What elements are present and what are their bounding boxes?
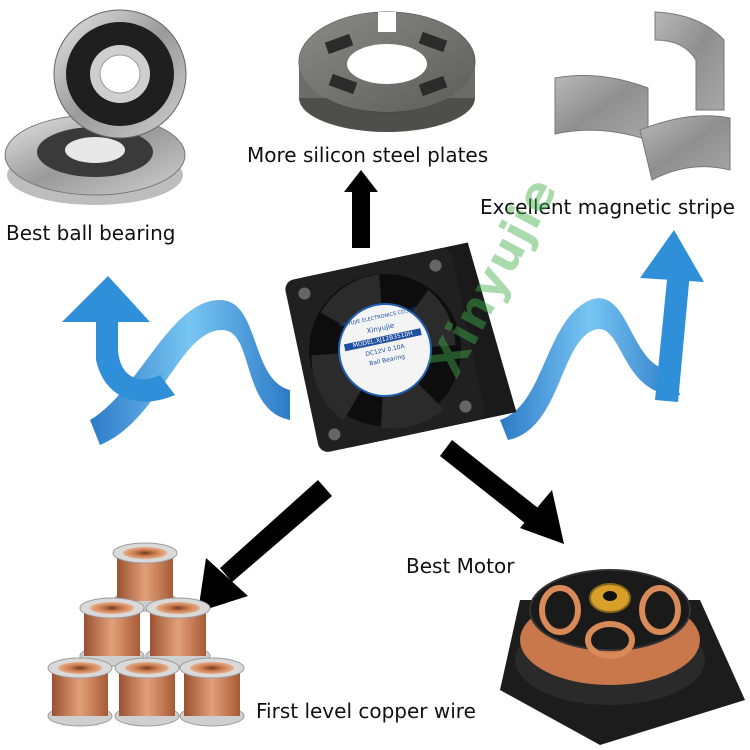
arrow-down-right-icon [440,440,564,544]
copper-spool [114,657,180,727]
label-copper-wire: First level copper wire [256,699,476,723]
ribbon-arrow-icon [500,230,704,440]
fan-sticker: XINYUJIE ELECTRONICS CO.,LTD Xinyujie MO… [333,298,437,402]
magnet-stripe-icon [554,11,731,181]
copper-spool [47,657,113,727]
copper-spool [179,657,245,727]
copper-spool [112,542,178,612]
arrows [198,170,564,612]
label-ball-bearing: Best ball bearing [6,221,176,245]
ribbon-arrow-icon [62,276,290,445]
label-silicon-steel: More silicon steel plates [247,143,489,167]
arrow-down-left-icon [198,480,332,612]
steel-plates-icon [298,11,476,132]
fan-icon [285,242,517,452]
copper-wire-icon [47,542,245,727]
copper-spool [145,597,211,667]
copper-spool [79,597,145,667]
label-magnetic-stripe: Excellent magnetic stripe [480,195,735,219]
ball-bearing-icon [4,9,187,205]
label-motor: Best Motor [406,554,515,578]
arrow-up-icon [344,170,378,248]
motor-icon [500,569,745,745]
